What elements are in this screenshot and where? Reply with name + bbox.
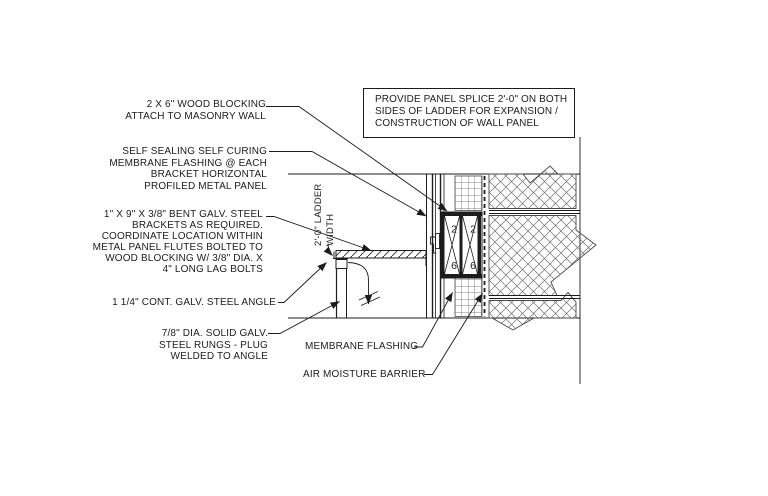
callout-line: 1 1/4" CONT. GALV. STEEL ANGLE — [112, 297, 276, 308]
dimension-line: WIDTH — [325, 213, 336, 246]
leader-membrane-panel — [269, 151, 427, 217]
callout-line: WOOD BLOCKING W/ 3/8" DIA. X — [105, 253, 263, 264]
leader-wood-blocking — [266, 106, 448, 212]
blocking-size-labels: 2 2 6 6 — [451, 224, 476, 273]
blocking-label-6b: 6 — [470, 260, 476, 272]
ladder-continuation-dimension — [358, 281, 381, 306]
leader-steel-angle — [278, 262, 327, 303]
callout-steel-rungs: 7/8" DIA. SOLID GALV. STEEL RUNGS - PLUG… — [56, 328, 268, 363]
blocking-label-2a: 2 — [451, 224, 457, 236]
wood-blocking-section: 2 2 6 6 — [440, 211, 483, 279]
callout-line: BRACKETS AS REQUIRED. — [132, 220, 263, 231]
callout-line: 2 X 6" WOOD BLOCKING — [146, 99, 266, 110]
callout-line: STEEL RUNGS - PLUG — [158, 339, 268, 351]
ladder-width-dimension: 2'-0" LADDER WIDTH — [313, 160, 337, 247]
note-line: CONSTRUCTION OF WALL PANEL — [375, 118, 539, 129]
callout-line: ATTACH TO MASONRY WALL — [125, 110, 266, 122]
leader-brackets — [266, 216, 372, 251]
callout-brackets: 1" X 9" X 3/8" BENT GALV. STEEL BRACKETS… — [51, 209, 263, 275]
blocking-x-marks — [444, 215, 478, 275]
leader-steel-rungs — [268, 301, 340, 334]
masonry-wall-hatch — [488, 165, 597, 331]
callout-membrane-panel: SELF SEALING SELF CURING MEMBRANE FLASHI… — [55, 146, 267, 192]
callout-line: COORDINATE LOCATION WITHIN — [101, 231, 263, 242]
note-line: SIDES OF LADDER FOR EXPANSION / — [375, 106, 558, 117]
callout-line: MEMBRANE FLASHING @ EACH — [109, 157, 267, 169]
callout-line: METAL PANEL FLUTES BOLTED TO — [92, 242, 263, 253]
callout-line: BRACKET HORIZONTAL — [150, 169, 267, 180]
ladder-bracket-assembly — [333, 250, 427, 318]
callout-line: 4" LONG LAG BOLTS — [162, 264, 263, 275]
blocking-label-6a: 6 — [451, 260, 457, 272]
leader-ladder-width — [323, 243, 333, 256]
leader-membrane-flashing — [414, 292, 453, 348]
panel-splice-note-box: PROVIDE PANEL SPLICE 2'-0" ON BOTH SIDES… — [363, 88, 575, 138]
panel-clip-detail — [430, 233, 440, 254]
leader-lines — [266, 106, 483, 375]
callout-wood-blocking: 2 X 6" WOOD BLOCKING ATTACH TO MASONRY W… — [54, 99, 266, 122]
callout-line: PROFILED METAL PANEL — [144, 180, 267, 192]
callout-line: SELF SEALING SELF CURING — [122, 146, 267, 157]
dimension-line: 2'-0" LADDER — [313, 183, 324, 247]
leader-air-barrier — [424, 293, 483, 375]
callout-line: 1" X 9" X 3/8" BENT GALV. STEEL — [103, 209, 263, 220]
callout-steel-angle: 1 1/4" CONT. GALV. STEEL ANGLE — [64, 297, 276, 309]
callout-line: WELDED TO ANGLE — [170, 351, 268, 362]
label-air-moisture-barrier: AIR MOISTURE BARRIER — [303, 369, 426, 380]
masonry-joint-lines — [489, 210, 580, 299]
blocking-label-2b: 2 — [470, 224, 476, 236]
label-membrane-flashing: MEMBRANE FLASHING — [305, 341, 419, 352]
note-line: PROVIDE PANEL SPLICE 2'-0" ON BOTH — [375, 94, 568, 105]
callout-line: 7/8" DIA. SOLID GALV. — [161, 328, 268, 339]
panel-splice-note-text: PROVIDE PANEL SPLICE 2'-0" ON BOTH SIDES… — [375, 94, 567, 130]
